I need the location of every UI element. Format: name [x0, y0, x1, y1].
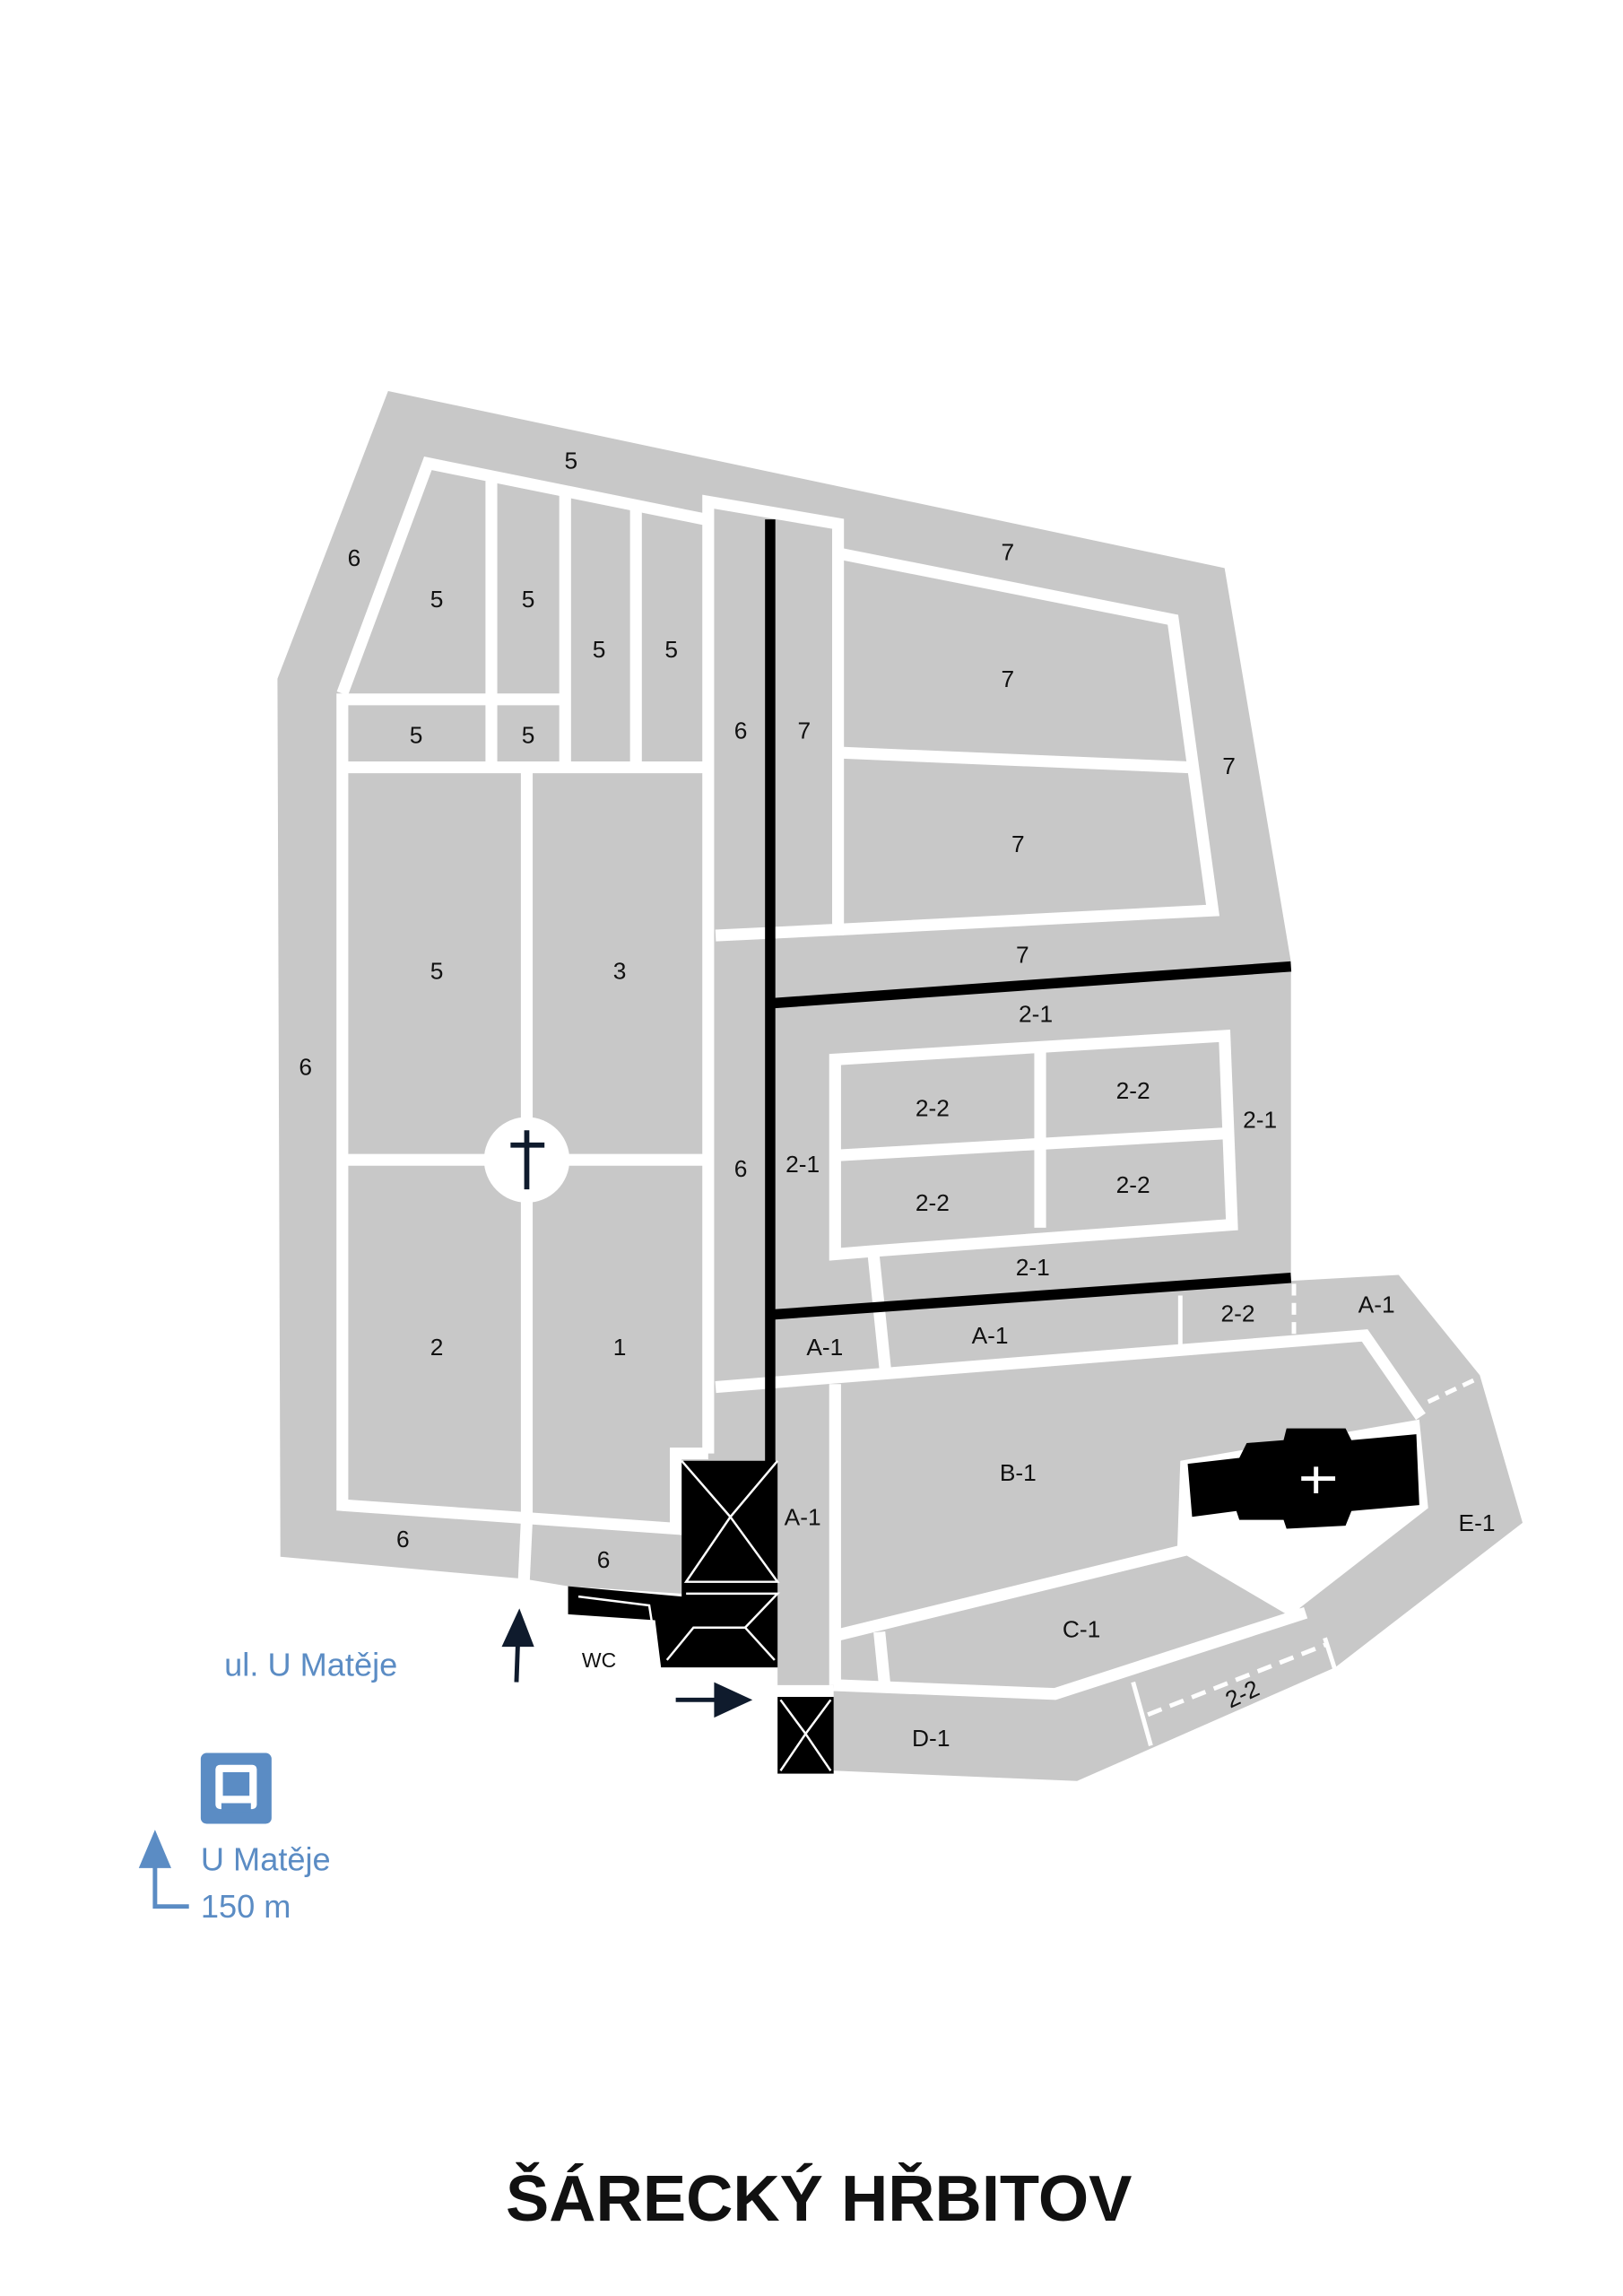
cross-icon: [510, 1130, 545, 1190]
section-label: 1: [613, 1334, 627, 1361]
section-label: A-1: [806, 1334, 843, 1361]
wc-label: WC: [582, 1648, 616, 1672]
direction-arrow-icon: [138, 1830, 189, 1909]
section-labels: 5 6 5 5 5 5 5 5 6 7 7 7 7 7 7 5 3 6 2-1 …: [299, 447, 1495, 1752]
cemetery-grounds: [277, 390, 1523, 1781]
map-title: ŠÁRECKÝ HŘBITOV: [506, 2162, 1132, 2235]
bus-stop-distance: 150 m: [201, 1888, 291, 1925]
street-label: ul. U Matěje: [224, 1646, 397, 1683]
section-label: B-1: [1000, 1459, 1037, 1486]
section-label: 6: [597, 1546, 611, 1573]
entrance-building: [568, 1459, 781, 1668]
section-label: 5: [565, 447, 578, 474]
section-label: 6: [396, 1526, 410, 1552]
entrance-arrow-right-icon: [675, 1682, 753, 1718]
section-label: 7: [1001, 538, 1014, 565]
bus-stop-name: U Matěje: [201, 1841, 331, 1878]
section-label: 5: [430, 586, 444, 613]
section-label: C-1: [1063, 1615, 1100, 1642]
section-label: E-1: [1459, 1509, 1496, 1536]
gate-building: [777, 1697, 834, 1774]
section-label: 3: [613, 958, 627, 985]
section-label: 6: [734, 717, 748, 744]
section-label: 7: [1222, 752, 1236, 779]
section-label: 7: [1016, 941, 1029, 968]
section-label: 6: [299, 1054, 312, 1081]
section-label: 2-2: [1116, 1171, 1150, 1198]
section-label: D-1: [912, 1725, 950, 1752]
section-label: 7: [797, 717, 811, 744]
section-label: 2: [430, 1334, 444, 1361]
section-label: 2-1: [1016, 1254, 1050, 1281]
section-label: 2-1: [1019, 1000, 1053, 1027]
section-label: 2-1: [785, 1151, 820, 1178]
section-label: 6: [734, 1155, 748, 1182]
section-label: 2-2: [1116, 1077, 1150, 1104]
section-label: 5: [410, 721, 423, 748]
section-label: 2-2: [916, 1095, 950, 1122]
section-label: 2-2: [1220, 1300, 1254, 1326]
section-label: 7: [1011, 831, 1025, 857]
section-label: 2-1: [1243, 1107, 1277, 1134]
section-label: 5: [664, 636, 678, 663]
section-label: A-1: [1358, 1291, 1395, 1318]
bus-icon: [200, 1752, 272, 1824]
section-label: 5: [522, 721, 535, 748]
section-label: 6: [348, 544, 361, 571]
section-label: 5: [593, 636, 606, 663]
section-label: 5: [522, 586, 535, 613]
section-label: 7: [1001, 665, 1014, 692]
entrance-arrow-up-icon: [501, 1608, 534, 1683]
section-label: A-1: [972, 1322, 1009, 1349]
section-label: 2-2: [916, 1189, 950, 1216]
church-cross-icon: [1301, 1466, 1336, 1493]
section-label: A-1: [785, 1503, 821, 1530]
section-label: 5: [430, 958, 444, 985]
